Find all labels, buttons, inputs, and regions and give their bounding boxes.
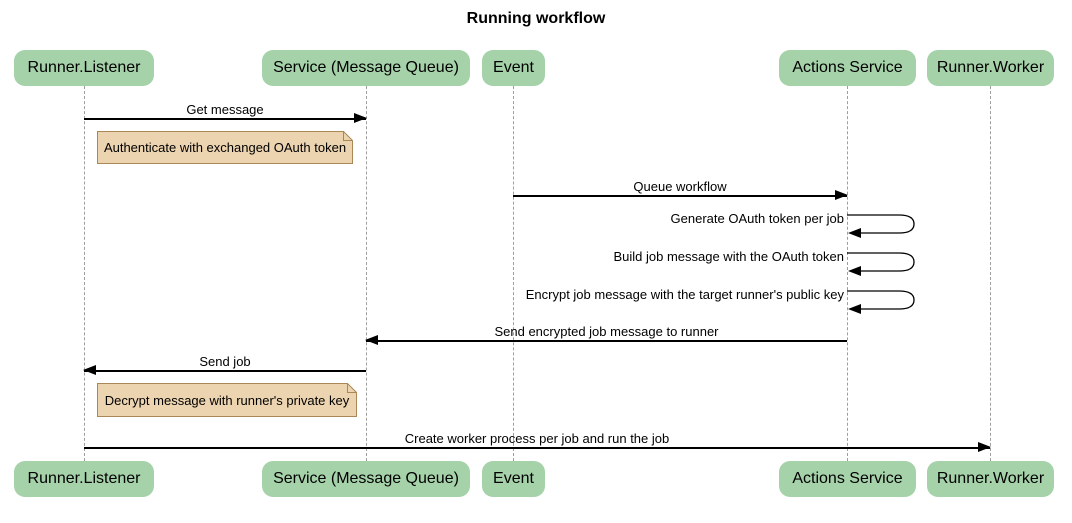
message-arrow-line bbox=[84, 113, 367, 123]
arrowhead-left-icon bbox=[83, 365, 96, 375]
actor-runner-listener-bottom: Runner.Listener bbox=[14, 461, 154, 497]
arrowhead-left-icon bbox=[365, 335, 378, 345]
message-arrow-line bbox=[84, 442, 991, 452]
message-label: Create worker process per job and run th… bbox=[404, 431, 670, 446]
message-label-generate-oauth: Generate OAuth token per job bbox=[670, 211, 844, 226]
actor-label: Service (Message Queue) bbox=[273, 59, 459, 76]
actor-label: Service (Message Queue) bbox=[273, 470, 459, 487]
actor-runner-worker-top: Runner.Worker bbox=[927, 50, 1054, 86]
message-arrow-line bbox=[513, 190, 848, 200]
self-loop-arrow-icon bbox=[847, 214, 915, 238]
actor-event-top: Event bbox=[482, 50, 545, 86]
actor-service-message-queue-top: Service (Message Queue) bbox=[262, 50, 470, 86]
message-get-message: Get message bbox=[84, 102, 367, 123]
note-shape-icon bbox=[97, 383, 357, 417]
actor-label: Event bbox=[493, 470, 534, 487]
message-arrow-line bbox=[365, 335, 847, 345]
self-loop-arrow-icon bbox=[847, 252, 915, 276]
message-queue-workflow: Queue workflow bbox=[513, 179, 848, 200]
note-decrypt-message: Decrypt message with runner's private ke… bbox=[97, 383, 357, 417]
lifeline-service-message-queue bbox=[365, 86, 367, 461]
actor-event-bottom: Event bbox=[482, 461, 545, 497]
lifeline-runner-worker bbox=[990, 86, 991, 461]
message-label: Get message bbox=[186, 102, 264, 117]
note-label: Decrypt message with runner's private ke… bbox=[104, 392, 350, 408]
actor-runner-listener-top: Runner.Listener bbox=[14, 50, 154, 86]
actor-label: Runner.Worker bbox=[936, 59, 1045, 76]
message-label: Queue workflow bbox=[633, 179, 727, 194]
lifeline-event bbox=[513, 86, 514, 461]
arrowhead-right-icon bbox=[978, 442, 991, 452]
actor-runner-worker-bottom: Runner.Worker bbox=[927, 461, 1054, 497]
lifeline-actions-service bbox=[847, 86, 848, 461]
actor-label: Runner.Worker bbox=[936, 470, 1045, 487]
message-send-job: Send job bbox=[83, 354, 366, 375]
self-loop-arrow-icon bbox=[847, 290, 915, 314]
actor-label: Runner.Listener bbox=[27, 470, 141, 487]
arrowhead-right-icon bbox=[835, 190, 848, 200]
actor-actions-service-bottom: Actions Service bbox=[779, 461, 916, 497]
actor-label: Actions Service bbox=[792, 470, 903, 487]
actor-label: Actions Service bbox=[792, 59, 903, 76]
lifeline-runner-listener bbox=[83, 86, 85, 461]
message-label: Send encrypted job message to runner bbox=[494, 324, 719, 339]
actor-label: Event bbox=[493, 59, 534, 76]
message-label-encrypt-job-message: Encrypt job message with the target runn… bbox=[525, 287, 844, 302]
note-shape-icon bbox=[97, 131, 353, 164]
message-arrow-line bbox=[83, 365, 366, 375]
message-label: Send job bbox=[199, 354, 251, 369]
actor-service-message-queue-bottom: Service (Message Queue) bbox=[262, 461, 470, 497]
actor-label: Runner.Listener bbox=[27, 59, 141, 76]
message-send-encrypted-job: Send encrypted job message to runner bbox=[365, 324, 847, 345]
note-label: Authenticate with exchanged OAuth token bbox=[103, 140, 347, 155]
note-authenticate-oauth: Authenticate with exchanged OAuth token bbox=[97, 131, 353, 164]
actor-actions-service-top: Actions Service bbox=[779, 50, 916, 86]
message-create-worker-process: Create worker process per job and run th… bbox=[84, 431, 991, 452]
arrowhead-right-icon bbox=[354, 113, 367, 123]
diagram-title: Running workflow bbox=[466, 10, 606, 27]
message-label-build-job-message: Build job message with the OAuth token bbox=[613, 249, 844, 264]
